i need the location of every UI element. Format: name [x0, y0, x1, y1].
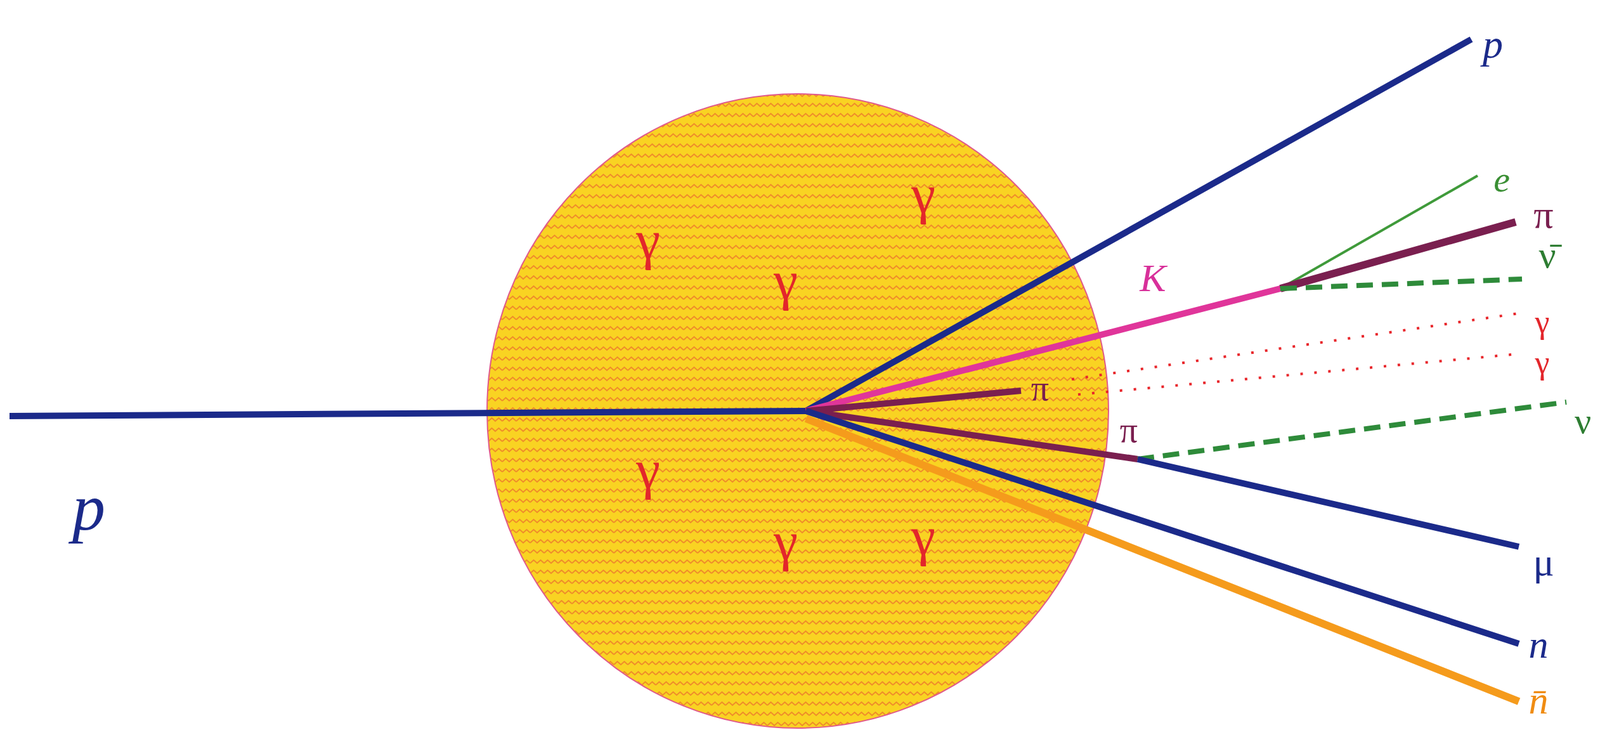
particle-label: e	[1493, 161, 1510, 198]
particle-label: μ	[1532, 542, 1554, 582]
particle-label: p	[72, 474, 106, 541]
neutron-track	[806, 410, 1519, 644]
pion-track	[1280, 221, 1516, 289]
proton-track	[9, 410, 807, 417]
photon-symbol: γ	[773, 513, 798, 569]
particle-label: ν̄	[1538, 235, 1556, 274]
muon-track	[1137, 459, 1519, 547]
photon-track	[1078, 353, 1519, 395]
photon-track	[1071, 313, 1519, 380]
particle-label: n	[1528, 624, 1549, 664]
antineutrino-track	[1280, 279, 1522, 289]
photon-symbol: γ	[911, 166, 936, 222]
neutrino-track	[1137, 402, 1567, 460]
photon-symbol: γ	[636, 212, 661, 267]
particle-label: p	[1482, 24, 1503, 65]
particle-label: ν	[1574, 402, 1592, 440]
pion-track	[806, 390, 1022, 411]
photon-symbol: γ	[911, 508, 936, 564]
particle-label: π	[1031, 370, 1049, 406]
particle-label: γ	[1535, 305, 1550, 339]
photon-field-node: γ γ γ γ γ γ	[487, 93, 1109, 729]
kaon-track	[806, 288, 1281, 411]
photon-symbol: γ	[773, 253, 798, 308]
particle-label: π	[1119, 412, 1138, 448]
particle-label: n̄	[1528, 680, 1549, 720]
proton-track	[806, 39, 1472, 411]
photon-symbol: γ	[636, 442, 661, 497]
particle-label: π	[1533, 194, 1554, 235]
particle-label: K	[1139, 258, 1166, 298]
electron-track	[1280, 175, 1478, 289]
particle-label: γ	[1535, 346, 1550, 380]
antineutron-track	[806, 418, 1519, 702]
